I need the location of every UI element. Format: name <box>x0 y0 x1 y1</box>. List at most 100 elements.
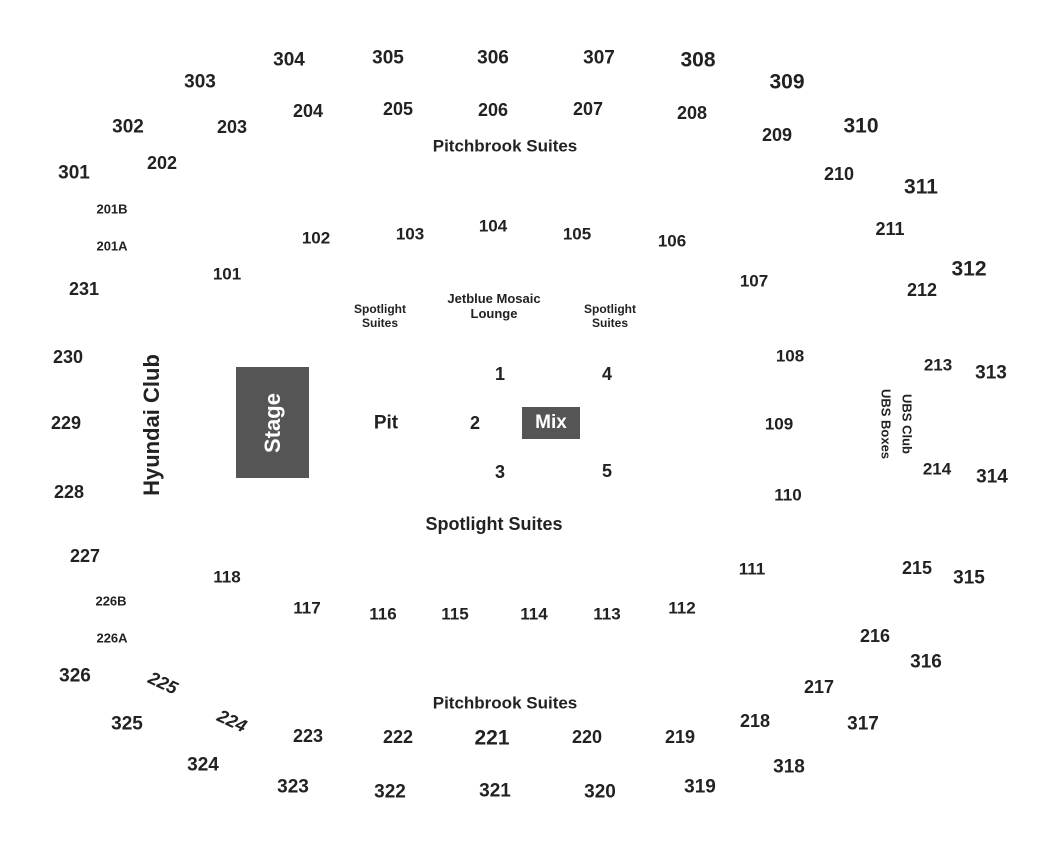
section-112[interactable]: 112 <box>668 598 696 618</box>
section-103[interactable]: 103 <box>395 224 425 244</box>
section-225[interactable]: 225 <box>145 667 181 699</box>
section-306[interactable]: 306 <box>477 47 509 69</box>
section-311[interactable]: 311 <box>904 175 938 199</box>
section-226a[interactable]: 226A <box>96 630 128 646</box>
section-307[interactable]: 307 <box>583 47 615 69</box>
section-108[interactable]: 108 <box>775 346 805 366</box>
section-314[interactable]: 314 <box>976 466 1008 488</box>
section-229[interactable]: 229 <box>50 413 82 433</box>
section-322[interactable]: 322 <box>374 781 406 803</box>
floor-section-3[interactable]: 3 <box>494 462 506 482</box>
section-217[interactable]: 217 <box>803 677 835 697</box>
section-313[interactable]: 313 <box>975 362 1007 384</box>
section-308[interactable]: 308 <box>680 48 716 72</box>
section-220[interactable]: 220 <box>571 727 603 747</box>
spotlight-suites-main[interactable]: Spotlight Suites <box>425 514 563 534</box>
section-302[interactable]: 302 <box>112 116 144 138</box>
section-215[interactable]: 215 <box>901 558 933 578</box>
section-231[interactable]: 231 <box>68 279 100 299</box>
section-228[interactable]: 228 <box>53 482 85 502</box>
section-315[interactable]: 315 <box>953 567 985 589</box>
section-208[interactable]: 208 <box>676 103 708 123</box>
section-320[interactable]: 320 <box>584 781 616 803</box>
section-326[interactable]: 326 <box>59 665 91 687</box>
floor-section-4[interactable]: 4 <box>601 364 613 384</box>
section-107[interactable]: 107 <box>739 271 769 291</box>
pitchbrook-suites-bottom[interactable]: Pitchbrook Suites <box>432 693 578 713</box>
section-325[interactable]: 325 <box>111 713 143 735</box>
section-109[interactable]: 109 <box>764 414 794 434</box>
section-309[interactable]: 309 <box>769 70 805 94</box>
ubs-boxes[interactable]: UBS Boxes <box>878 388 894 460</box>
section-212[interactable]: 212 <box>906 280 938 300</box>
section-118[interactable]: 118 <box>213 567 241 587</box>
stage[interactable]: Stage <box>236 367 309 478</box>
section-116[interactable]: 116 <box>369 604 397 624</box>
section-205[interactable]: 205 <box>382 99 414 119</box>
section-310[interactable]: 310 <box>843 114 879 138</box>
section-227[interactable]: 227 <box>69 546 101 566</box>
spotlight-right-label: Spotlight Suites <box>584 302 636 330</box>
mix-booth[interactable]: Mix <box>522 407 580 439</box>
jetblue-mosaic-lounge[interactable]: Jetblue Mosaic Lounge <box>447 291 541 322</box>
section-321[interactable]: 321 <box>479 780 511 802</box>
floor-section-5[interactable]: 5 <box>601 461 613 481</box>
section-305[interactable]: 305 <box>372 47 404 69</box>
ubs-club[interactable]: UBS Club <box>899 394 915 454</box>
section-222[interactable]: 222 <box>382 727 414 747</box>
section-206[interactable]: 206 <box>477 100 509 120</box>
section-312[interactable]: 312 <box>951 257 987 281</box>
hyundai-club[interactable]: Hyundai Club <box>139 354 164 496</box>
section-210[interactable]: 210 <box>823 164 855 184</box>
pitchbrook-suites-top[interactable]: Pitchbrook Suites <box>432 136 578 156</box>
section-104[interactable]: 104 <box>478 216 508 236</box>
section-105[interactable]: 105 <box>562 224 592 244</box>
section-323[interactable]: 323 <box>277 776 309 798</box>
floor-section-1[interactable]: 1 <box>494 364 506 384</box>
section-223[interactable]: 223 <box>292 726 324 746</box>
mix-label: Mix <box>535 412 567 433</box>
section-102[interactable]: 102 <box>301 228 331 248</box>
section-230[interactable]: 230 <box>52 347 84 367</box>
section-201b[interactable]: 201B <box>96 201 128 217</box>
section-201a[interactable]: 201A <box>96 238 128 254</box>
section-319[interactable]: 319 <box>684 776 716 798</box>
section-304[interactable]: 304 <box>273 49 305 71</box>
section-301[interactable]: 301 <box>58 162 90 184</box>
section-211[interactable]: 211 <box>875 219 905 239</box>
section-110[interactable]: 110 <box>774 485 802 505</box>
section-216[interactable]: 216 <box>859 626 891 646</box>
section-203[interactable]: 203 <box>216 117 248 137</box>
spotlight-suites-left[interactable]: Spotlight Suites <box>354 302 406 331</box>
section-303[interactable]: 303 <box>184 71 216 93</box>
section-316[interactable]: 316 <box>910 651 942 673</box>
section-221[interactable]: 221 <box>474 726 510 750</box>
section-318[interactable]: 318 <box>773 756 805 778</box>
section-214[interactable]: 214 <box>922 459 952 479</box>
section-317[interactable]: 317 <box>847 713 879 735</box>
section-218[interactable]: 218 <box>739 711 771 731</box>
section-324[interactable]: 324 <box>187 754 219 776</box>
section-213[interactable]: 213 <box>923 355 953 375</box>
section-114[interactable]: 114 <box>520 604 548 624</box>
section-117[interactable]: 117 <box>293 598 321 618</box>
section-101[interactable]: 101 <box>212 264 242 284</box>
spotlight-left-label: Spotlight Suites <box>354 302 406 330</box>
section-111[interactable]: 111 <box>738 559 766 579</box>
section-106[interactable]: 106 <box>657 231 687 251</box>
jetblue-label: Jetblue Mosaic Lounge <box>447 291 541 321</box>
section-207[interactable]: 207 <box>572 99 604 119</box>
section-219[interactable]: 219 <box>664 727 696 747</box>
section-204[interactable]: 204 <box>292 101 324 121</box>
section-226b[interactable]: 226B <box>95 593 127 609</box>
section-209[interactable]: 209 <box>761 125 793 145</box>
pit-label[interactable]: Pit <box>373 412 399 434</box>
stage-label: Stage <box>259 392 285 453</box>
section-115[interactable]: 115 <box>441 604 469 624</box>
floor-section-2[interactable]: 2 <box>469 413 481 433</box>
section-202[interactable]: 202 <box>146 153 178 173</box>
section-113[interactable]: 113 <box>593 604 621 624</box>
spotlight-suites-right[interactable]: Spotlight Suites <box>584 302 636 331</box>
section-224[interactable]: 224 <box>214 705 250 737</box>
